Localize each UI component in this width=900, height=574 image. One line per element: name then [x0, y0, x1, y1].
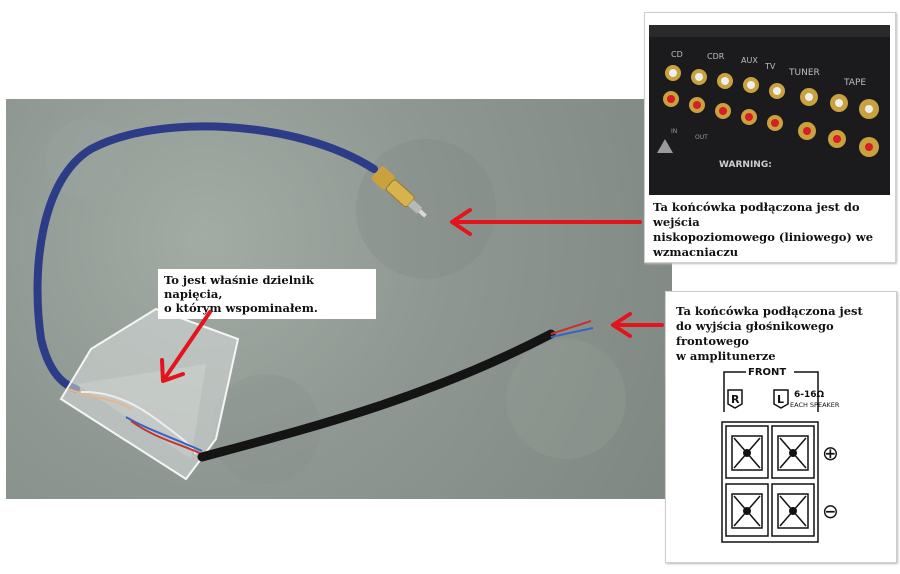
speaker-panel: Ta końcówka podłączona jest do wyjścia g…: [665, 291, 897, 563]
amplifier-callout-line2: niskopoziomowego (liniowego) we: [653, 230, 874, 244]
amplifier-callout-line1: Ta końcówka podłączona jest do wejścia: [653, 200, 860, 229]
label-aux: AUX: [741, 56, 758, 65]
speaker-callout-line1: Ta końcówka podłączona jest: [676, 304, 863, 318]
rca-plug: [371, 166, 427, 218]
right-channel-label: R: [731, 393, 740, 406]
label-tv: TV: [764, 62, 776, 71]
speaker-callout-line3: w amplitunerze: [676, 349, 776, 363]
black-cable: [197, 329, 556, 462]
label-cdr: CDR: [707, 52, 725, 61]
minus-terminal-icon: ⊖: [822, 499, 839, 523]
each-speaker-label: EACH SPEAKER: [790, 401, 840, 409]
label-in: IN: [671, 128, 677, 135]
amplifier-back-photo: CD CDR AUX TV TUNER TAPE: [649, 25, 890, 195]
label-cd: CD: [671, 50, 683, 59]
left-channel-label: L: [777, 393, 784, 406]
warning-triangle-icon: [657, 139, 673, 153]
amplifier-callout: Ta końcówka podłączona jest do wejścia n…: [653, 200, 889, 260]
divider-callout-line2: o którym wspominałem.: [164, 301, 318, 315]
label-tuner: TUNER: [788, 68, 820, 78]
label-tape: TAPE: [843, 78, 866, 88]
rca-jacks-row2: [663, 91, 879, 157]
label-warning: WARNING:: [719, 160, 772, 170]
label-out: OUT: [695, 134, 708, 141]
blue-cable: [33, 122, 378, 393]
amplifier-panel: CD CDR AUX TV TUNER TAPE: [644, 12, 896, 263]
plus-terminal-icon: ⊕: [822, 441, 839, 465]
speaker-callout: Ta końcówka podłączona jest do wyjścia g…: [676, 304, 892, 364]
speaker-callout-line2: do wyjścia głośnikowego frontowego: [676, 319, 834, 348]
front-label: FRONT: [748, 367, 786, 378]
terminal-block: [721, 421, 819, 543]
divider-callout-line1: To jest właśnie dzielnik napięcia,: [164, 273, 314, 301]
divider-callout: To jest właśnie dzielnik napięcia, o któ…: [158, 269, 376, 319]
speaker-terminal-diagram: FRONT R L 6-16Ω EACH SPEAKER ⊕ ⊖: [721, 367, 840, 543]
rca-jacks-row1: [665, 65, 879, 119]
amplifier-callout-line3: wzmacniaczu: [653, 245, 739, 259]
impedance-label: 6-16Ω: [794, 390, 825, 400]
